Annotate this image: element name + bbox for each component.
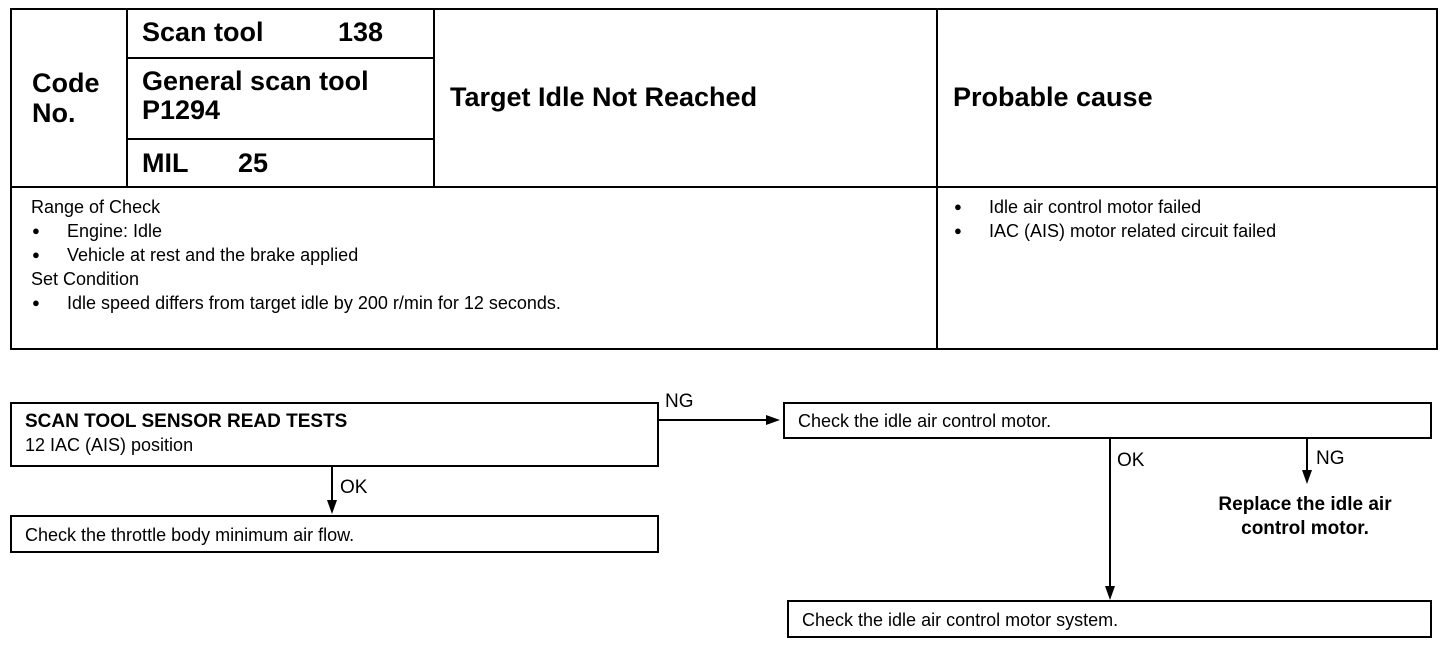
general-scan-tool-cell: General scan tool P1294: [142, 67, 369, 125]
list-item: Vehicle at rest and the brake applied: [31, 243, 911, 267]
table-divider: [126, 10, 128, 187]
mil-cell: MIL 25: [142, 148, 268, 178]
set-condition-list: Idle speed differs from target idle by 2…: [31, 291, 911, 315]
arrowhead: [1105, 586, 1115, 600]
sensor-read-test-box: SCAN TOOL SENSOR READ TESTS 12 IAC (AIS)…: [10, 402, 659, 467]
range-heading: Range of Check: [31, 197, 161, 217]
table-divider: [433, 10, 435, 187]
check-throttle-box: Check the throttle body minimum air flow…: [10, 515, 659, 553]
range-list: Engine: Idle Vehicle at rest and the bra…: [31, 219, 911, 267]
cause-list: Idle air control motor failed IAC (AIS) …: [953, 195, 1423, 243]
table-divider: [12, 186, 1436, 188]
list-item: Idle air control motor failed: [953, 195, 1423, 219]
ng-label: NG: [665, 391, 694, 412]
scan-tool-label: Scan tool: [142, 17, 264, 47]
sensor-test-subtitle: 12 IAC (AIS) position: [25, 435, 194, 455]
arrowhead: [327, 500, 337, 514]
mil-code: 25: [238, 148, 269, 178]
ng-label: NG: [1316, 448, 1345, 469]
code-table: [10, 8, 1438, 350]
table-divider: [126, 57, 435, 59]
table-divider: [936, 10, 938, 348]
ok-label: OK: [340, 477, 368, 498]
arrowhead: [1302, 470, 1312, 484]
sensor-test-title: SCAN TOOL SENSOR READ TESTS: [25, 411, 348, 432]
probable-cause-heading: Probable cause: [953, 82, 1153, 112]
arrowhead: [766, 415, 780, 425]
check-iac-motor-box: Check the idle air control motor.: [783, 402, 1432, 439]
ok-label: OK: [1117, 450, 1145, 471]
scan-tool-code: 138: [338, 17, 384, 47]
list-item: Engine: Idle: [31, 219, 911, 243]
table-divider: [126, 138, 435, 140]
check-iac-system-box: Check the idle air control motor system.: [787, 600, 1432, 638]
list-item: Idle speed differs from target idle by 2…: [31, 291, 911, 315]
probable-causes: Idle air control motor failed IAC (AIS) …: [953, 195, 1423, 243]
page-title: Target Idle Not Reached: [450, 82, 758, 112]
scan-tool-cell: Scan tool 138: [142, 17, 383, 47]
code-no-label: Code No.: [32, 68, 100, 128]
range-of-check: Range of Check Engine: Idle Vehicle at r…: [31, 195, 911, 315]
mil-label: MIL: [142, 148, 189, 178]
replace-iac-motor-note: Replace the idle air control motor.: [1218, 494, 1392, 539]
general-scan-tool-label: General scan tool: [142, 66, 369, 96]
list-item: IAC (AIS) motor related circuit failed: [953, 219, 1423, 243]
set-condition-heading: Set Condition: [31, 269, 140, 289]
general-scan-tool-code: P1294: [142, 95, 221, 125]
